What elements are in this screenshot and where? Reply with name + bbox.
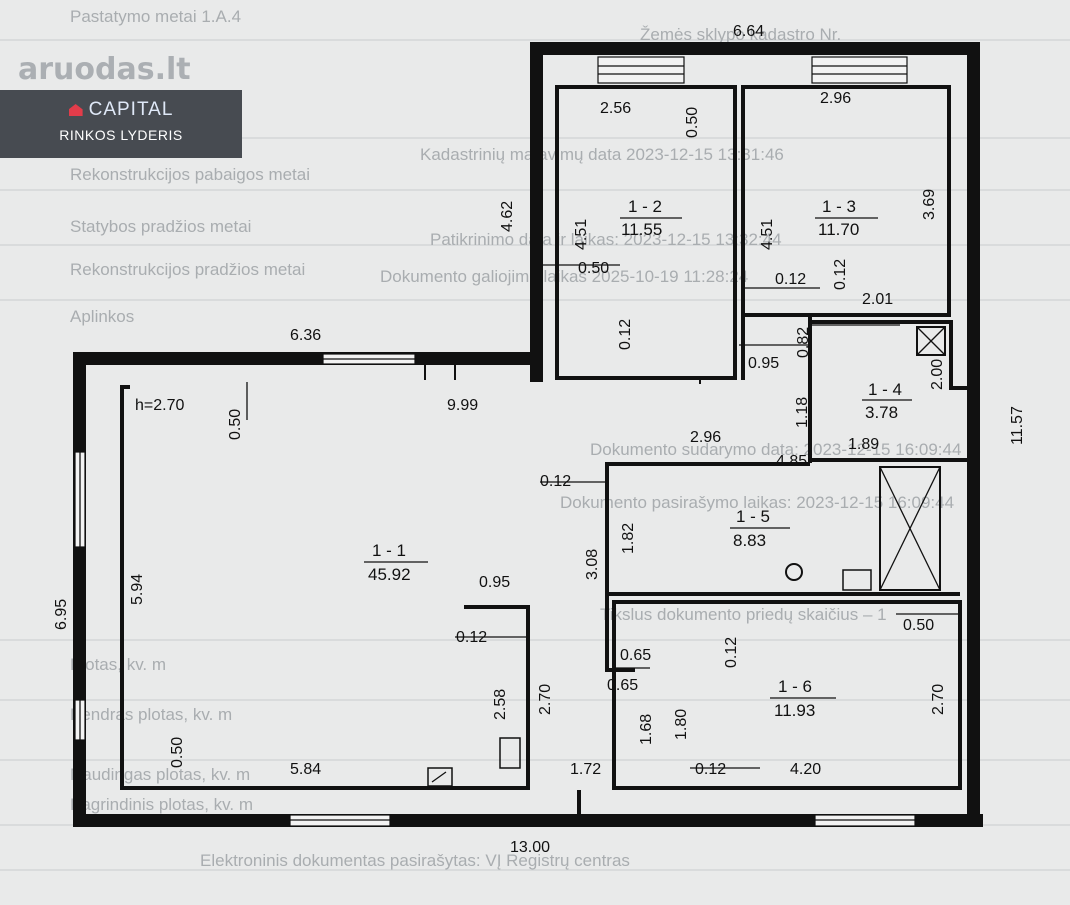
dim-6-36: 6.36 <box>290 327 321 344</box>
dim-2-70b: 2.70 <box>930 684 947 715</box>
bg-row-8: Dokumento galiojimo laikas 2025-10-19 11… <box>380 267 748 286</box>
dim-0-12-vert-c: 0.12 <box>723 637 740 668</box>
room-1-3-id: 1 - 3 <box>822 197 856 216</box>
dim-0-65a: 0.65 <box>620 647 651 664</box>
dim-4-51b: 4.51 <box>759 219 776 250</box>
window-1-3 <box>811 56 908 84</box>
brand-name-row: CAPITAL <box>0 90 242 121</box>
dim-1-68: 1.68 <box>638 714 655 745</box>
bg-row-3: Rekonstrukcijos pradžios metai <box>70 260 305 279</box>
dim-2-58: 2.58 <box>492 689 509 720</box>
dim-11-57: 11.57 <box>1009 406 1026 445</box>
dim-2-01: 2.01 <box>862 291 893 308</box>
dim-2-00: 2.00 <box>929 359 946 390</box>
room-1-3-area: 11.70 <box>818 220 859 239</box>
dim-0-95a: 0.95 <box>748 355 779 372</box>
chimney-icon <box>916 326 946 356</box>
bg-row-16: Dokumento pasirašymo laikas: 2023-12-15 … <box>560 493 954 512</box>
dim-2-96a: 2.96 <box>820 90 851 107</box>
shower-icon <box>879 466 941 591</box>
dim-1-80: 1.80 <box>673 709 690 740</box>
dim-9-99: 9.99 <box>447 397 478 414</box>
dim-4-20: 4.20 <box>790 761 821 778</box>
room-1-2-area: 11.55 <box>621 220 662 239</box>
dim-4-51a: 4.51 <box>573 219 590 250</box>
capital-brand-badge: CAPITAL RINKOS LYDERIS <box>0 90 242 158</box>
bg-row-0: Pastatymo metai 1.A.4 <box>70 7 241 26</box>
bg-row-13: Elektroninis dokumentas pasirašytas: VĮ … <box>200 851 630 870</box>
room-1-1-area: 45.92 <box>368 565 411 584</box>
dim-0-12-vert-b: 0.12 <box>617 319 634 350</box>
background-document: Pastatymo metai 1.A.4 Rekonstrukcijos pa… <box>0 7 1070 871</box>
ceiling-height-note: h=2.70 <box>135 397 184 414</box>
bg-row-1: Rekonstrukcijos pabaigos metai <box>70 165 310 184</box>
dim-2-56: 2.56 <box>600 100 631 117</box>
room-1-4-id: 1 - 4 <box>868 380 902 399</box>
dim-5-94: 5.94 <box>129 574 146 605</box>
windows <box>74 56 916 827</box>
dim-0-50c: 0.50 <box>227 409 244 440</box>
bg-row-11: Pagrindinis plotas, kv. m <box>70 795 253 814</box>
dim-0-82: 0.82 <box>795 327 812 358</box>
dim-6-95: 6.95 <box>53 599 70 630</box>
meter-icon <box>427 767 453 787</box>
dim-0-50a: 0.50 <box>684 107 701 138</box>
toilet-icon <box>785 563 803 581</box>
dim-2-96b: 2.96 <box>690 429 721 446</box>
dim-2-70a: 2.70 <box>537 684 554 715</box>
aruodas-watermark: aruodas.lt <box>18 52 191 87</box>
dim-0-12a: 0.12 <box>775 271 806 288</box>
boiler-icon <box>499 737 521 769</box>
room-1-6-area: 11.93 <box>774 701 815 720</box>
dim-0-95b: 0.95 <box>479 574 510 591</box>
dim-0-12c: 0.12 <box>456 629 487 646</box>
dim-1-89: 1.89 <box>848 436 879 453</box>
room-1-5-id: 1 - 5 <box>736 507 770 526</box>
dim-0-12-vert-a: 0.12 <box>832 259 849 290</box>
fixtures <box>424 326 946 787</box>
dim-0-65b: 0.65 <box>607 677 638 694</box>
bg-row-10: Naudingas plotas, kv. m <box>70 765 250 784</box>
room-1-5-area: 8.83 <box>733 531 766 550</box>
bg-row-9: Bendras plotas, kv. m <box>70 705 232 724</box>
dim-0-12d: 0.12 <box>695 761 726 778</box>
dim-1-18: 1.18 <box>794 397 811 428</box>
dim-0-50b: 0.50 <box>578 260 609 277</box>
bg-row-2: Statybos pradžios metai <box>70 217 251 236</box>
dim-13-00: 13.00 <box>510 839 550 856</box>
dim-4-85: 4.85 <box>776 453 807 470</box>
bg-row-12: Žemės sklypo kadastro Nr. <box>640 25 841 44</box>
brand-tagline: RINKOS LYDERIS <box>59 127 183 143</box>
dim-1-72: 1.72 <box>570 761 601 778</box>
dim-3-08: 3.08 <box>584 549 601 580</box>
bg-row-14: Dokumento sudarymo data: 2023-12-15 16:0… <box>590 440 961 459</box>
dim-0-50e: 0.50 <box>169 737 186 768</box>
dim-0-50d: 0.50 <box>903 617 934 634</box>
room-1-1-id: 1 - 1 <box>372 541 406 560</box>
dim-1-82: 1.82 <box>620 523 637 554</box>
bg-row-5: Plotas, kv. m <box>70 655 166 674</box>
dim-4-62: 4.62 <box>499 201 516 232</box>
dim-3-69: 3.69 <box>921 189 938 220</box>
room-1-2-id: 1 - 2 <box>628 197 662 216</box>
sink-icon <box>842 569 872 591</box>
room-labels: 1 - 2 11.55 1 - 3 11.70 1 - 4 3.78 1 - 5… <box>135 197 912 720</box>
bg-row-6: Kadastrinių matavimų data 2023-12-15 13:… <box>420 145 784 164</box>
dim-0-12b: 0.12 <box>540 473 571 490</box>
bg-row-4: Aplinkos <box>70 307 134 326</box>
dim-5-84: 5.84 <box>290 761 321 778</box>
dim-top-6-64: 6.64 <box>733 23 764 40</box>
room-1-4-area: 3.78 <box>865 403 898 422</box>
bg-row-7: Patikrinimo data ir laikas: 2023-12-15 1… <box>430 230 782 249</box>
house-logo-icon <box>68 103 83 116</box>
dimension-lines <box>246 264 958 769</box>
room-1-6-id: 1 - 6 <box>778 677 812 696</box>
bg-row-15: Tikslus dokumento priedų skaičius – 1 <box>600 605 887 624</box>
window-1-2 <box>597 56 685 84</box>
dimension-labels: 6.64 2.56 0.50 2.96 4.62 4.51 4.51 3.69 … <box>53 23 1026 856</box>
brand-name: CAPITAL <box>88 99 174 120</box>
